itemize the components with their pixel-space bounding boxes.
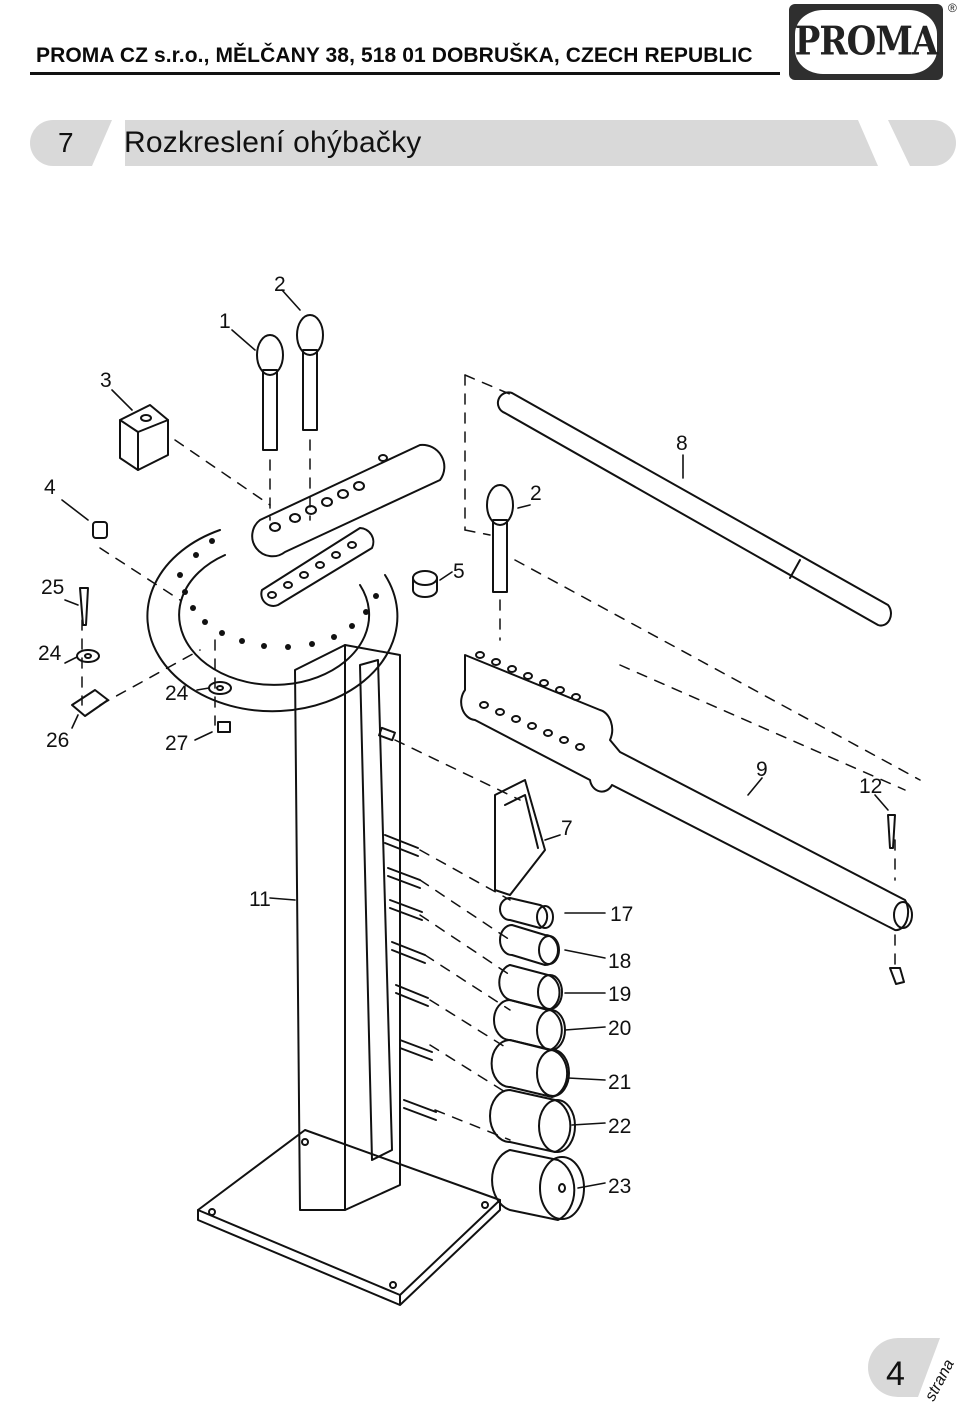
callout-label: 2	[530, 482, 542, 505]
page-number: 4	[886, 1355, 905, 1393]
callout-label: 12	[859, 775, 882, 798]
logo-badge: PROMA	[794, 10, 938, 74]
callout-label: 1	[219, 310, 231, 333]
callout-label: 17	[610, 903, 633, 926]
registered-mark: ®	[948, 1, 957, 15]
callout-label: 24	[38, 642, 62, 665]
callout-label: 2	[274, 273, 286, 296]
proma-logo: PROMA	[789, 4, 943, 80]
header-company-address: PROMA CZ s.r.o., MĚLČANY 38, 518 01 DOBR…	[36, 44, 753, 67]
callout-label: 7	[561, 817, 573, 840]
callout-label: 23	[608, 1175, 631, 1198]
callout-label: 19	[608, 983, 631, 1006]
callout-label: 26	[46, 729, 69, 752]
callout-label: 22	[608, 1115, 631, 1138]
callout-label: 27	[165, 732, 188, 755]
section-number: 7	[58, 127, 74, 158]
callout-label: 9	[756, 758, 768, 781]
callout-label: 11	[249, 888, 271, 911]
exploded-view-drawing: 1 2 2 3 4 5 7 8 9 11 12 17 18 19 20 21 2…	[38, 273, 921, 1306]
callout-label: 4	[44, 476, 56, 499]
callout-label: 8	[676, 432, 688, 455]
callout-label: 24	[165, 682, 189, 705]
callout-label: 25	[41, 576, 64, 599]
section-heading-bar	[30, 120, 956, 166]
callout-label: 21	[608, 1071, 631, 1094]
page-number-tab	[868, 1338, 940, 1397]
header-rule	[30, 72, 780, 75]
callout-labels: 1 2 2 3 4 5 7 8 9 11 12 17 18 19 20 21 2…	[38, 273, 882, 1198]
callout-label: 18	[608, 950, 631, 973]
logo-text: PROMA	[794, 19, 938, 65]
callout-label: 20	[608, 1017, 631, 1040]
callout-label: 3	[100, 369, 112, 392]
section-title: Rozkreslení ohýbačky	[124, 126, 422, 159]
callout-label: 5	[453, 560, 465, 583]
